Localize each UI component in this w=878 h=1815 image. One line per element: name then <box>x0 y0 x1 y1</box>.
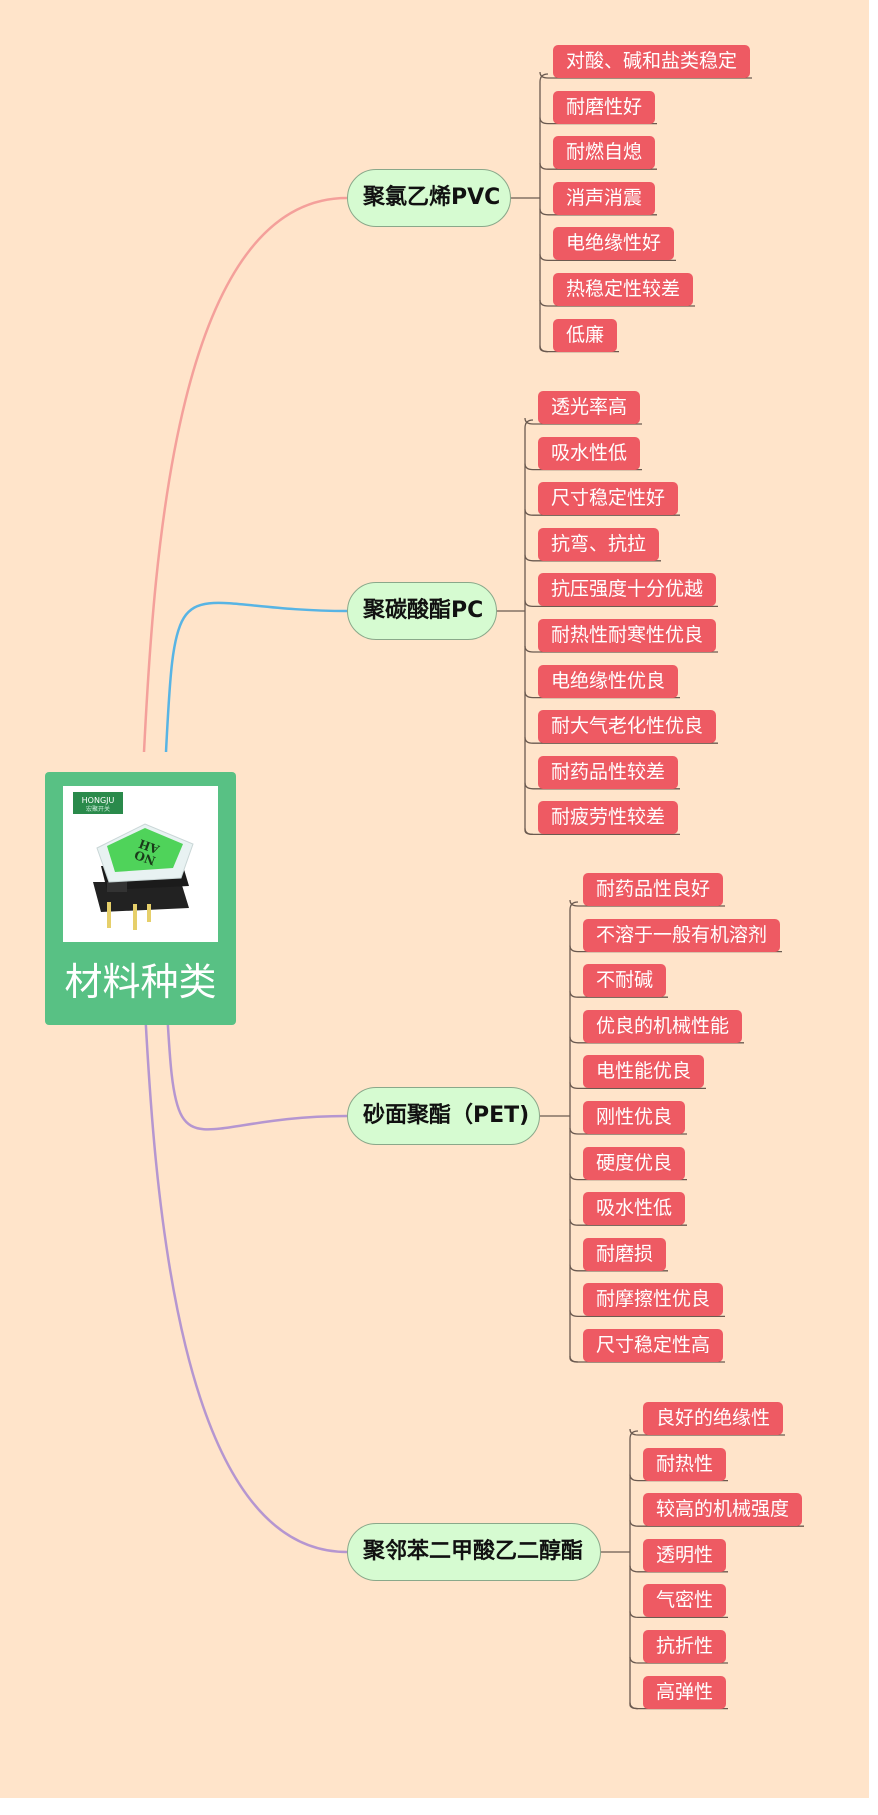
leaf-underline-pet-2 <box>569 945 782 953</box>
leaf-underline-pe-7 <box>629 1702 728 1710</box>
leaf-underline-pvc-4 <box>539 208 657 216</box>
leaf-pvc-5[interactable]: 电绝缘性好 <box>553 227 674 261</box>
leaf-pc-10[interactable]: 耐疲劳性较差 <box>538 801 678 835</box>
leaf-underline-pvc-1 <box>539 71 752 79</box>
leaf-pc-7[interactable]: 电绝缘性优良 <box>538 664 678 698</box>
leaf-pe-7[interactable]: 高弹性 <box>643 1675 726 1709</box>
leaf-underline-pc-2 <box>524 463 642 471</box>
leaf-underline-pvc-3 <box>539 163 657 170</box>
leaf-underline-pc-4 <box>524 554 661 562</box>
leaf-pe-6[interactable]: 抗折性 <box>643 1630 726 1663</box>
leaf-underline-pe-3 <box>629 1520 804 1527</box>
leaf-pet-3[interactable]: 不耐碱 <box>583 964 666 998</box>
leaf-underline-pvc-5 <box>539 254 676 262</box>
branch-connector-pvc <box>142 196 348 753</box>
svg-text:宏聚开关: 宏聚开关 <box>86 805 110 813</box>
leaf-pet-8[interactable]: 吸水性低 <box>583 1192 685 1226</box>
leaf-underline-pet-10 <box>569 1310 725 1318</box>
leaf-pc-4[interactable]: 抗弯、抗拉 <box>538 527 659 561</box>
branch-node-pvc[interactable]: 聚氯乙烯PVC <box>347 169 511 227</box>
leaf-underline-pc-1 <box>524 417 642 425</box>
root-node[interactable]: HONGJU 宏聚开关 NO AH 材料种类 <box>45 772 236 1025</box>
leaf-pet-7[interactable]: 硬度优良 <box>583 1146 685 1180</box>
leaf-pe-5[interactable]: 气密性 <box>643 1584 726 1618</box>
leaf-underline-pe-5 <box>629 1611 728 1619</box>
leaf-pet-11[interactable]: 尺寸稳定性高 <box>583 1329 723 1362</box>
leaf-underline-pc-8 <box>524 737 718 744</box>
branch-node-pc[interactable]: 聚碳酸酯PC <box>347 582 497 640</box>
leaf-underline-pe-6 <box>629 1656 728 1664</box>
leaf-pe-3[interactable]: 较高的机械强度 <box>643 1493 802 1527</box>
leaf-pvc-2[interactable]: 耐磨性好 <box>553 90 655 124</box>
leaf-underline-pet-6 <box>569 1127 687 1135</box>
leaf-underline-pet-1 <box>569 899 725 907</box>
leaf-pet-10[interactable]: 耐摩擦性优良 <box>583 1283 723 1317</box>
leaf-underline-pe-4 <box>629 1565 728 1573</box>
leaf-pe-2[interactable]: 耐热性 <box>643 1447 726 1481</box>
leaf-pc-6[interactable]: 耐热性耐寒性优良 <box>538 619 716 652</box>
leaf-underline-pc-7 <box>524 691 680 699</box>
leaf-pet-9[interactable]: 耐磨损 <box>583 1237 666 1271</box>
leaf-underline-pc-3 <box>524 509 680 516</box>
svg-text:NO: NO <box>132 847 157 867</box>
svg-text:AH: AH <box>137 836 162 857</box>
leaf-underline-pe-2 <box>629 1474 728 1482</box>
leaf-pet-6[interactable]: 刚性优良 <box>583 1101 685 1134</box>
leaf-pe-4[interactable]: 透明性 <box>643 1538 726 1572</box>
leaf-pe-1[interactable]: 良好的绝缘性 <box>643 1402 783 1435</box>
leaf-underline-pvc-2 <box>539 117 657 125</box>
branch-connector-pe <box>142 989 348 1554</box>
leaf-underline-pc-10 <box>524 828 680 836</box>
leaf-pvc-1[interactable]: 对酸、碱和盐类稳定 <box>553 45 750 78</box>
leaf-pet-2[interactable]: 不溶于一般有机溶剂 <box>583 918 780 952</box>
tact-switch-image: HONGJU 宏聚开关 NO AH <box>73 792 194 930</box>
leaf-pc-9[interactable]: 耐药品性较差 <box>538 755 678 789</box>
root-label: 材料种类 <box>64 960 217 1004</box>
leaf-underline-pet-4 <box>569 1036 744 1044</box>
branch-node-pe[interactable]: 聚邻苯二甲酸乙二醇酯 <box>347 1523 601 1581</box>
leaf-trunk-pc <box>524 419 534 836</box>
leaf-pet-4[interactable]: 优良的机械性能 <box>583 1009 742 1043</box>
leaf-pc-2[interactable]: 吸水性低 <box>538 436 640 470</box>
leaf-pvc-4[interactable]: 消声消震 <box>553 181 655 215</box>
branch-connector-pet <box>164 989 348 1131</box>
leaf-pet-5[interactable]: 电性能优良 <box>583 1055 704 1089</box>
leaf-underline-pvc-7 <box>539 345 619 353</box>
leaf-underline-pet-7 <box>569 1173 687 1181</box>
leaf-underline-pe-1 <box>629 1428 785 1436</box>
leaf-pc-5[interactable]: 抗压强度十分优越 <box>538 573 716 607</box>
leaf-pvc-7[interactable]: 低廉 <box>553 318 617 352</box>
leaf-underline-pvc-6 <box>539 299 695 307</box>
leaf-underline-pet-5 <box>569 1082 706 1090</box>
leaf-underline-pc-9 <box>524 782 680 790</box>
leaf-underline-pc-5 <box>524 600 718 608</box>
svg-text:HONGJU: HONGJU <box>82 796 115 805</box>
leaf-pc-3[interactable]: 尺寸稳定性好 <box>538 482 678 516</box>
leaf-pet-1[interactable]: 耐药品性良好 <box>583 873 723 906</box>
branch-node-pet[interactable]: 砂面聚酯（PET) <box>347 1087 540 1145</box>
leaf-pvc-6[interactable]: 热稳定性较差 <box>553 273 693 306</box>
leaf-pc-1[interactable]: 透光率高 <box>538 391 640 424</box>
product-image: HONGJU 宏聚开关 NO AH <box>63 786 218 942</box>
leaf-pvc-3[interactable]: 耐燃自熄 <box>553 136 655 170</box>
branch-connector-pc <box>164 601 348 753</box>
leaf-underline-pet-9 <box>569 1264 668 1272</box>
leaf-underline-pet-3 <box>569 991 668 998</box>
leaf-underline-pet-8 <box>569 1219 687 1226</box>
leaf-pc-8[interactable]: 耐大气老化性优良 <box>538 710 716 744</box>
leaf-underline-pet-11 <box>569 1355 725 1363</box>
leaf-underline-pc-6 <box>524 645 718 653</box>
